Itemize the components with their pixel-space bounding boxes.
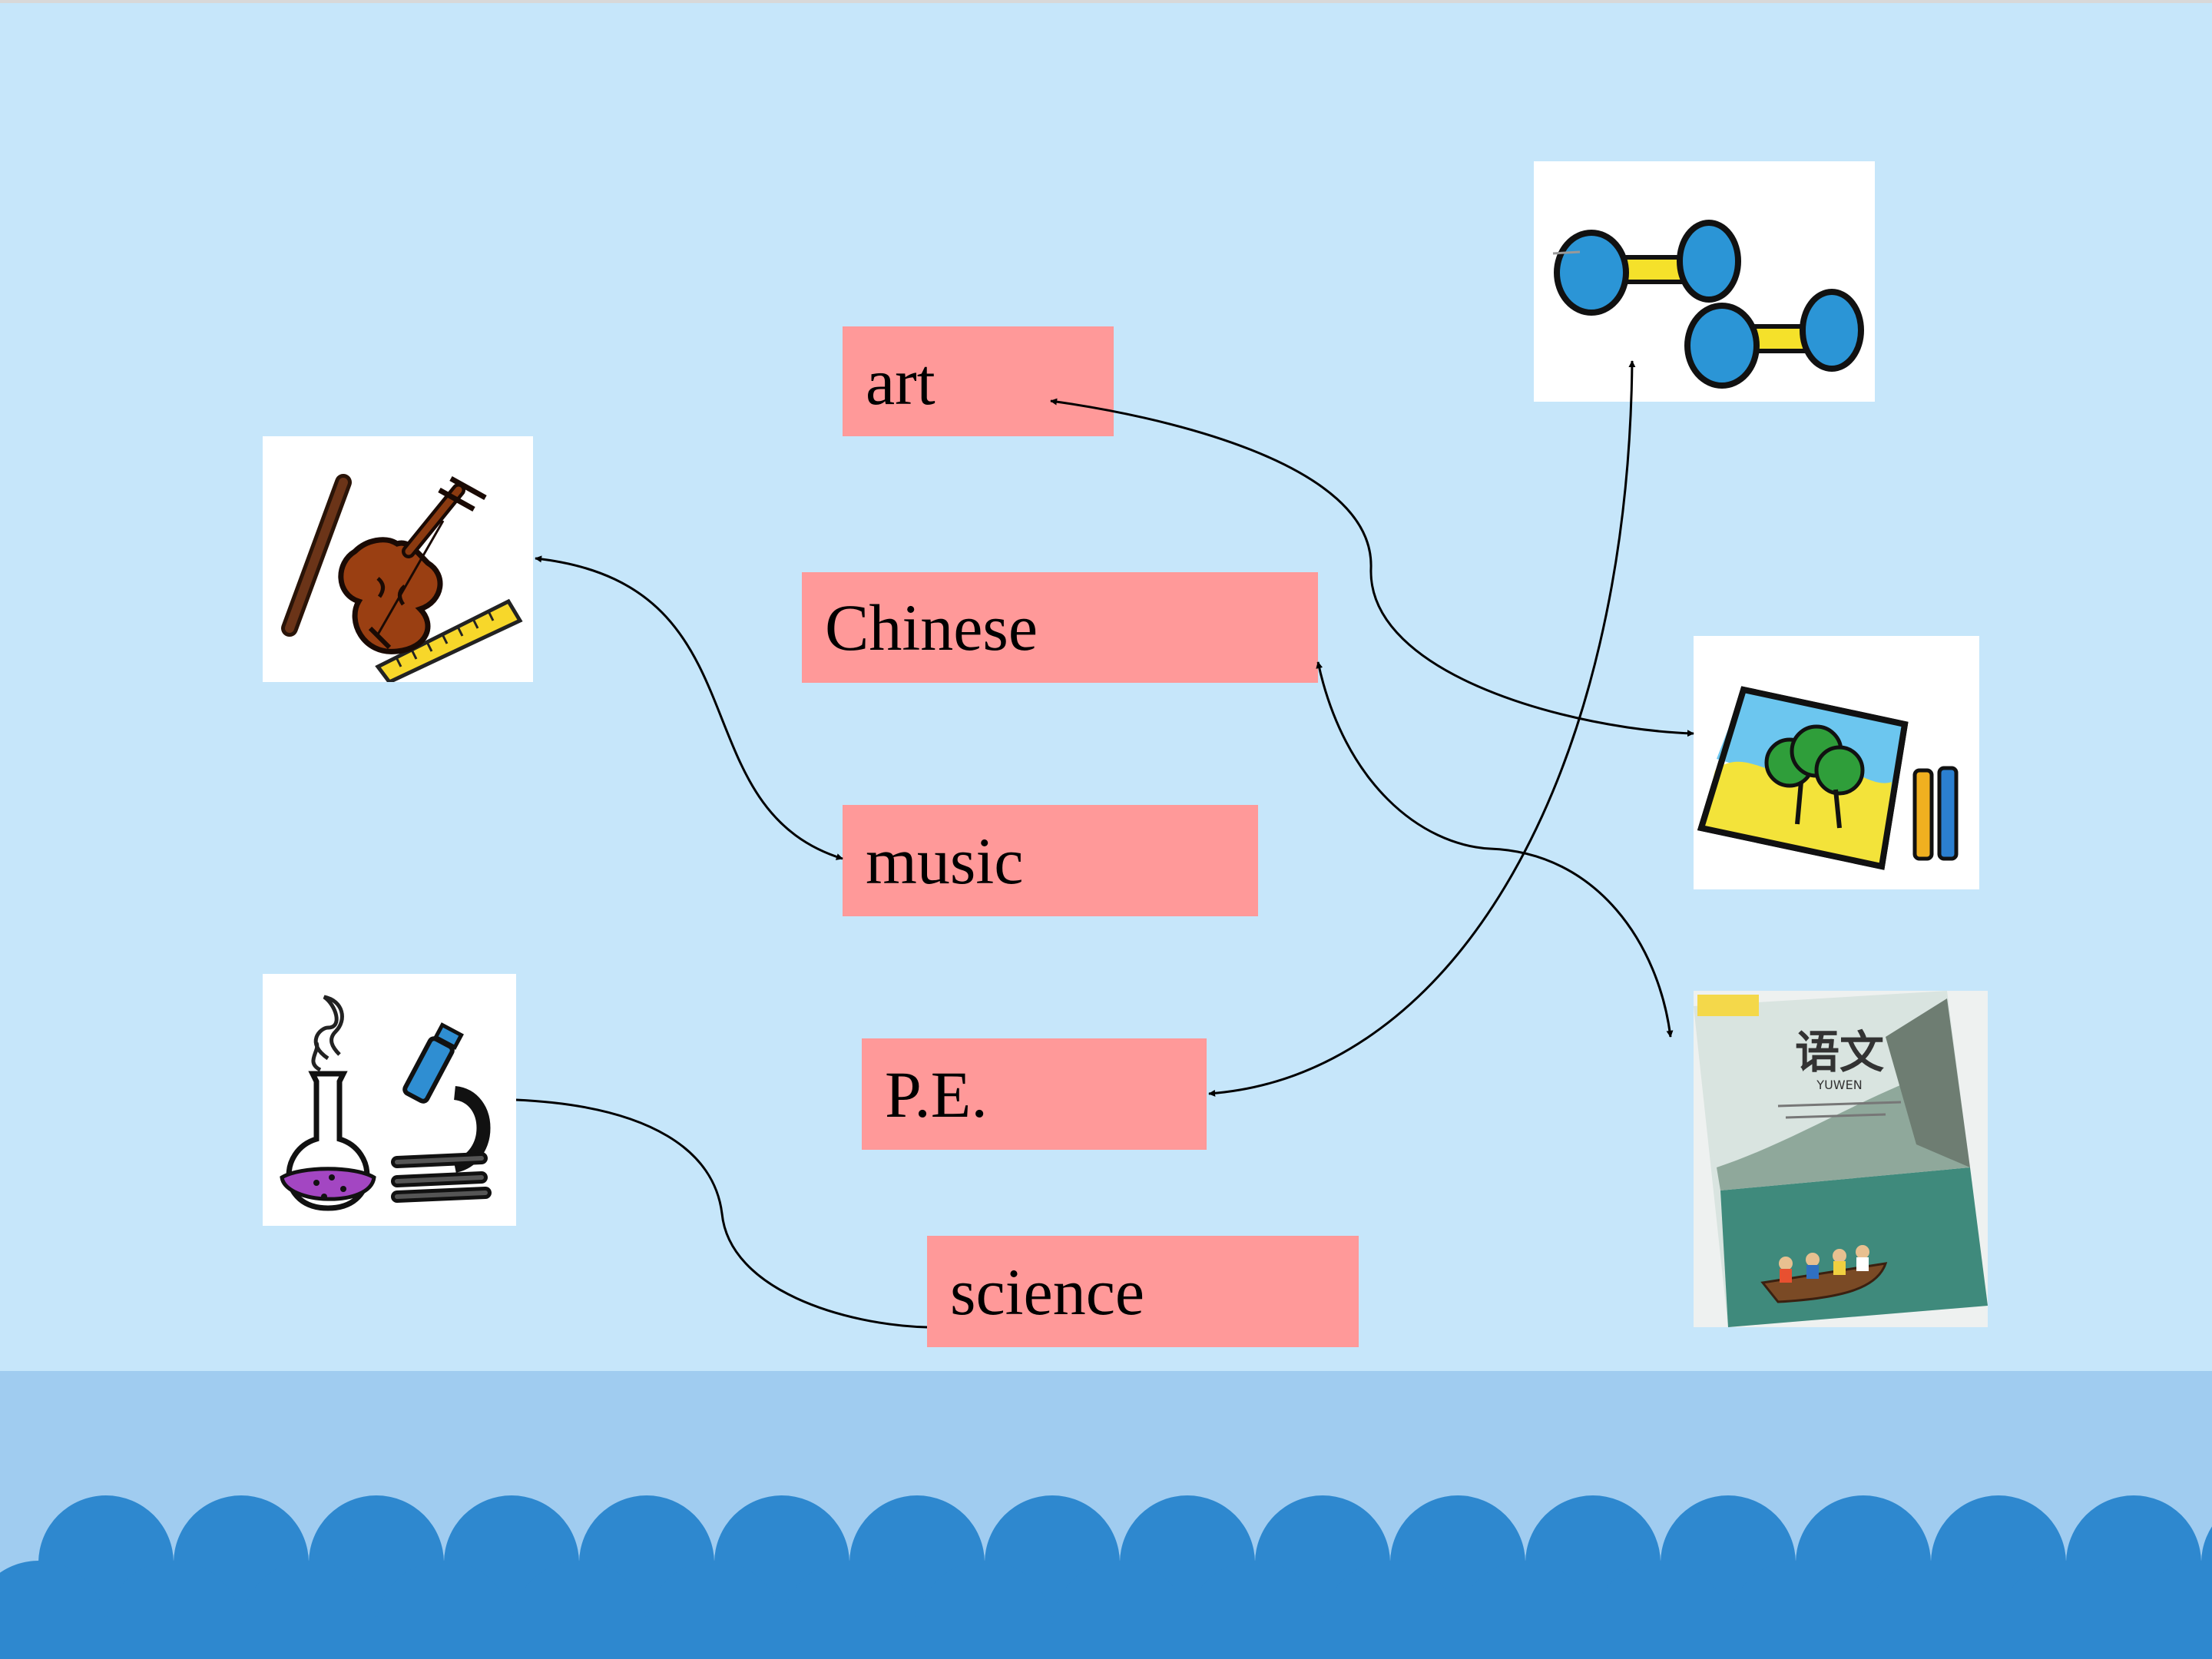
connector-chinese-textbook [1316, 661, 1674, 1038]
connector-art-painting [1050, 398, 1694, 737]
wave-pattern [0, 1495, 2212, 1659]
textbook-pinyin: YUWEN [1816, 1078, 1862, 1092]
label-science[interactable]: science [927, 1236, 1359, 1347]
chinese-textbook-cover-icon: 语文 YUWEN [1694, 991, 1988, 1327]
violin-tile[interactable] [263, 436, 533, 682]
label-pe-text: P.E. [885, 1057, 988, 1131]
label-art-text: art [866, 344, 935, 419]
dumbbells-icon [1552, 220, 1864, 389]
label-science-text: science [950, 1254, 1145, 1329]
top-border [0, 0, 2212, 3]
label-pe[interactable]: P.E. [862, 1038, 1207, 1150]
wave-base [0, 1628, 2212, 1659]
painting-tile[interactable] [1694, 636, 1979, 889]
painting-and-crayons-icon [1697, 686, 1959, 870]
label-music[interactable]: music [843, 805, 1258, 916]
label-chinese-text: Chinese [825, 591, 1038, 664]
connector-music-violin [535, 555, 843, 860]
dumbbells-tile[interactable] [1534, 161, 1875, 402]
label-art[interactable]: art [843, 326, 1114, 436]
connector-pe-dumbbells [1208, 360, 1636, 1097]
violin-icon [281, 474, 523, 682]
textbook-title: 语文 [1795, 1026, 1884, 1078]
footer-wave-band [0, 1371, 2212, 1659]
flask-and-microscope-icon [280, 995, 492, 1211]
textbook-tile[interactable]: 语文 YUWEN [1694, 991, 1988, 1327]
label-music-text: music [866, 823, 1024, 898]
lab-tile[interactable] [263, 974, 516, 1226]
label-chinese[interactable]: Chinese [802, 572, 1318, 683]
